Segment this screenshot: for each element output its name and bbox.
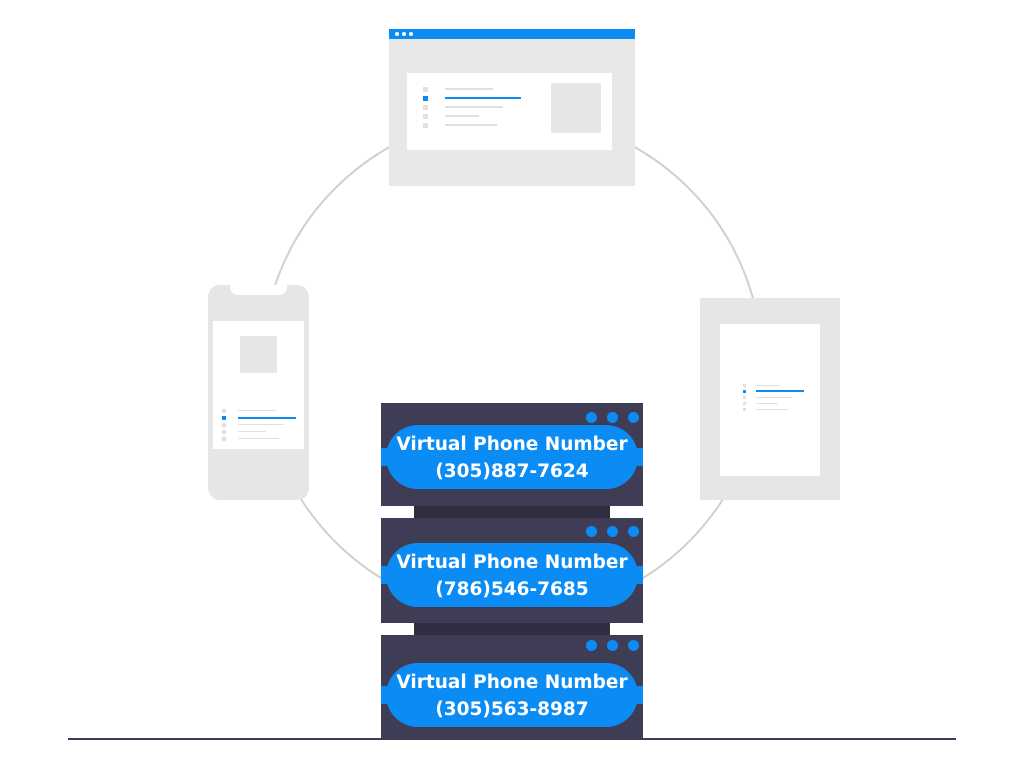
list-bullet-active [423, 96, 428, 101]
virtual-number-title: Virtual Phone Number [396, 672, 628, 693]
image-placeholder [240, 336, 277, 373]
list-line [756, 385, 780, 386]
list-bullet [743, 384, 746, 387]
pill-tab [381, 448, 393, 466]
server-light [628, 526, 639, 537]
list-line-active [756, 390, 804, 392]
browser-title-bar [389, 29, 635, 39]
ground-line [68, 738, 956, 740]
window-dot [402, 32, 406, 36]
virtual-number-value: (305)887-7624 [435, 461, 589, 482]
server-light [628, 640, 639, 651]
window-dot [409, 32, 413, 36]
pill-tab [381, 686, 393, 704]
phone-icon [208, 285, 309, 500]
server-unit: Virtual Phone Number (305)563-8987 [381, 635, 643, 738]
list-line [445, 115, 479, 117]
list-line [756, 403, 778, 404]
browser-window-icon [389, 29, 635, 186]
tablet-icon [700, 298, 840, 500]
server-unit: Virtual Phone Number (786)546-7685 [381, 518, 643, 623]
pill-tab [631, 448, 643, 466]
image-placeholder [551, 83, 601, 133]
virtual-number-title: Virtual Phone Number [396, 552, 628, 573]
list-line-active [445, 97, 521, 99]
list-bullet [222, 437, 226, 441]
list-bullet [222, 423, 226, 427]
list-line [238, 431, 266, 432]
list-bullet [743, 408, 746, 411]
server-connector [414, 506, 610, 518]
virtual-number-value: (305)563-8987 [435, 699, 589, 720]
list-bullet [743, 396, 746, 399]
server-light [586, 640, 597, 651]
browser-content-panel [407, 73, 612, 150]
list-line [445, 88, 493, 90]
phone-notch [230, 285, 287, 295]
list-bullet [423, 105, 428, 110]
server-unit: Virtual Phone Number (305)887-7624 [381, 403, 643, 506]
virtual-number-label: Virtual Phone Number (305)563-8987 [381, 663, 643, 727]
list-line [445, 106, 503, 108]
pill-tab [631, 566, 643, 584]
window-dot [395, 32, 399, 36]
virtual-number-value: (786)546-7685 [435, 579, 589, 600]
list-line [238, 410, 276, 411]
virtual-number-label: Virtual Phone Number (305)887-7624 [381, 425, 643, 489]
list-bullet [423, 123, 428, 128]
list-bullet-active [222, 416, 226, 420]
server-light [586, 412, 597, 423]
pill-tab [381, 566, 393, 584]
list-line [756, 397, 792, 398]
list-bullet [743, 402, 746, 405]
server-light [607, 640, 618, 651]
list-line-active [238, 417, 296, 419]
list-bullet [423, 87, 428, 92]
list-bullet-active [743, 390, 746, 393]
server-light [586, 526, 597, 537]
list-line [445, 124, 497, 126]
tablet-screen [720, 324, 820, 476]
phone-screen [213, 321, 304, 449]
virtual-number-title: Virtual Phone Number [396, 434, 628, 455]
server-light [628, 412, 639, 423]
list-bullet [222, 409, 226, 413]
list-bullet [423, 114, 428, 119]
list-line [238, 424, 284, 425]
list-bullet [222, 430, 226, 434]
server-connector [414, 623, 610, 635]
list-line [238, 438, 279, 439]
pill-tab [631, 686, 643, 704]
server-light [607, 526, 618, 537]
server-light [607, 412, 618, 423]
virtual-number-label: Virtual Phone Number (786)546-7685 [381, 543, 643, 607]
list-line [756, 409, 788, 410]
